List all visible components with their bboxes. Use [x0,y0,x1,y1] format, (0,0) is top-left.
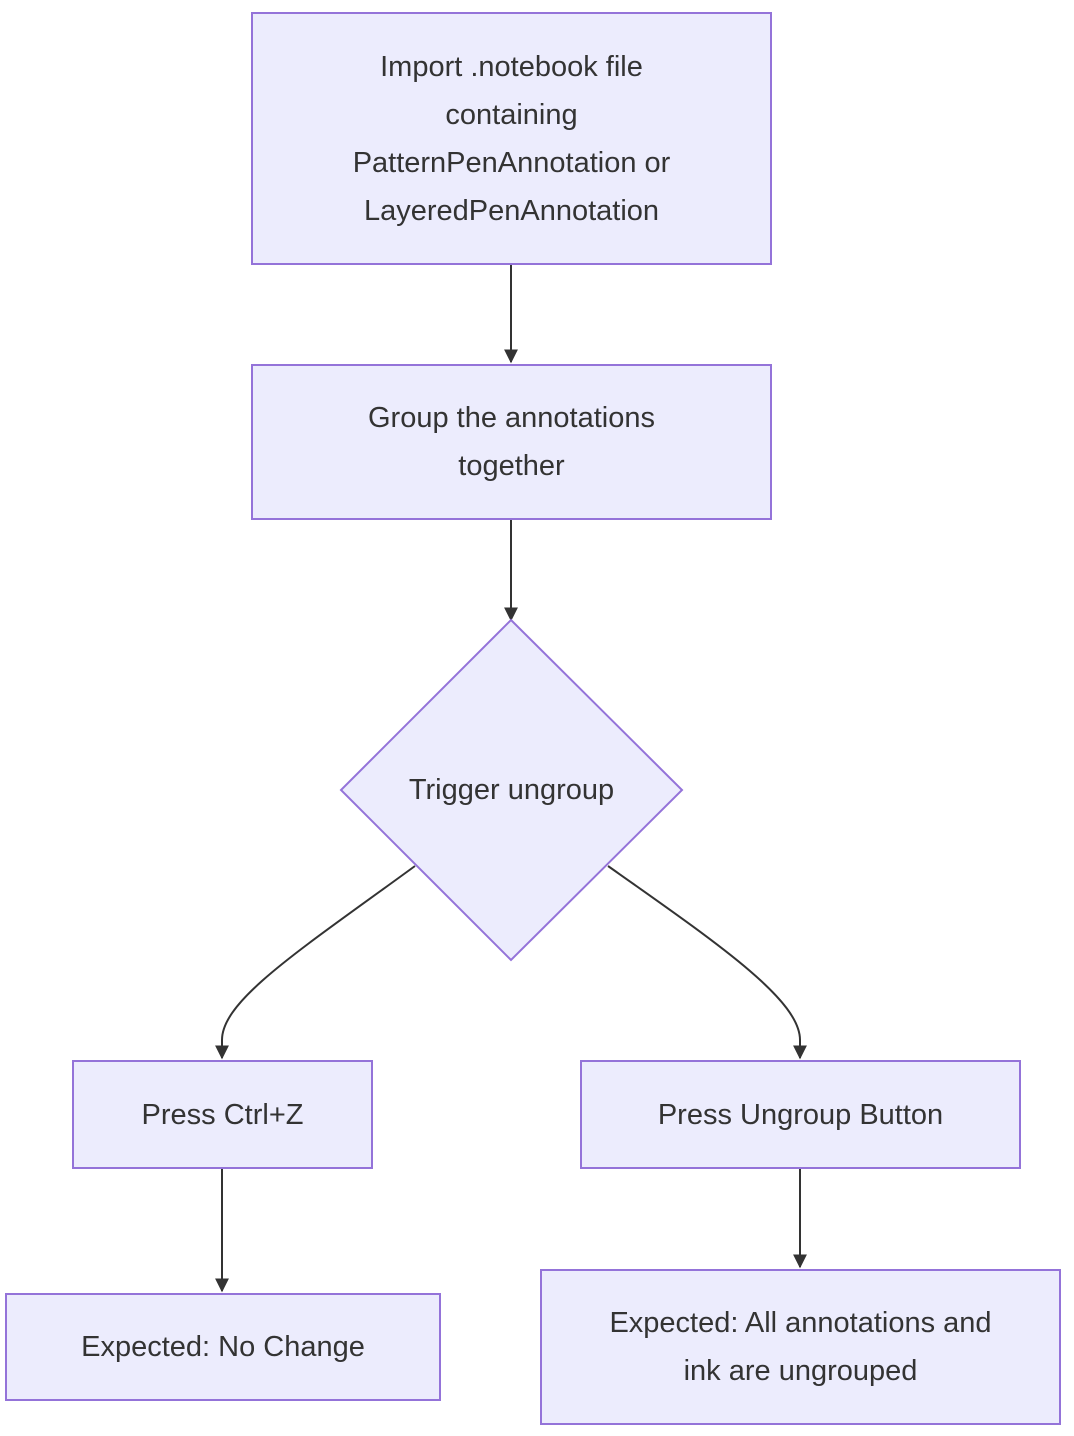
edge-trigger-to-ctrlz [215,865,416,1060]
decision-diamond[interactable] [339,618,684,962]
node-trigger-ungroup-label: Trigger ungroup [408,774,615,806]
node-expected-no-change-label: Expected: No Change [81,1331,365,1363]
node-group-annotations[interactable]: Group the annotations together [251,364,772,520]
node-import-notebook[interactable]: Import .notebook file containing Pattern… [251,12,772,265]
node-expected-ungrouped[interactable]: Expected: All annotations and ink are un… [540,1269,1061,1425]
edge-trigger-to-ungroup-button [607,865,807,1060]
node-import-notebook-label: Import .notebook file containing Pattern… [352,50,671,227]
node-press-ctrl-z[interactable]: Press Ctrl+Z [72,1060,373,1169]
node-expected-no-change[interactable]: Expected: No Change [5,1293,441,1401]
node-press-ungroup-button-label: Press Ungroup Button [657,1098,944,1131]
node-press-ctrl-z-label: Press Ctrl+Z [141,1098,304,1131]
node-press-ungroup-button[interactable]: Press Ungroup Button [580,1060,1021,1169]
node-expected-ungrouped-label: Expected: All annotations and ink are un… [609,1307,992,1387]
node-group-annotations-label: Group the annotations together [368,402,655,482]
